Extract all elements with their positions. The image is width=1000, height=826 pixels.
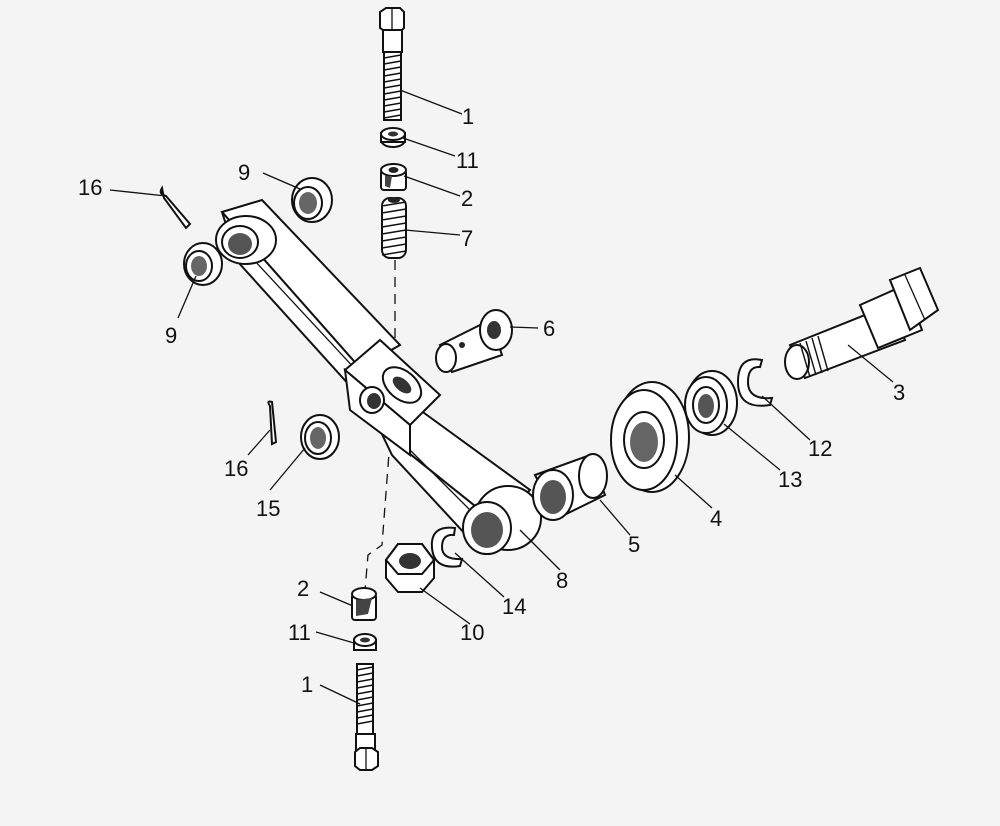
snap-ring-14 <box>430 526 464 568</box>
callout-11-bottom: 11 <box>288 620 311 645</box>
callout-1-top: 1 <box>462 104 474 129</box>
cotter-pin-lower <box>267 400 278 446</box>
callout-16-top: 16 <box>78 175 102 200</box>
callout-12: 12 <box>808 436 832 461</box>
ring-15 <box>300 414 340 460</box>
lock-nut-top <box>380 127 406 148</box>
callout-3: 3 <box>893 380 905 405</box>
callout-6: 6 <box>543 316 555 341</box>
bolt-bottom <box>354 663 379 771</box>
callout-7: 7 <box>461 226 473 251</box>
flange-washer-4 <box>610 381 690 493</box>
callout-14: 14 <box>502 594 526 619</box>
adjuster-top <box>380 163 407 191</box>
callout-9-top: 9 <box>238 160 250 185</box>
callout-2-top: 2 <box>461 186 473 211</box>
callout-11-top: 11 <box>456 148 479 173</box>
bushing-ring-top-right <box>291 177 333 223</box>
callout-10: 10 <box>460 620 484 645</box>
callout-5: 5 <box>628 532 640 557</box>
bushing-ring-left <box>183 242 223 286</box>
spring <box>381 197 407 259</box>
lock-nut-bottom <box>353 633 377 651</box>
cotter-pin-top <box>159 185 192 230</box>
callout-2-bottom: 2 <box>297 576 309 601</box>
snap-ring-12 <box>736 358 774 407</box>
leader-lines <box>109 89 894 705</box>
shaft-3 <box>784 266 940 380</box>
callout-16-lower: 16 <box>224 456 248 481</box>
bearing-13 <box>684 370 738 436</box>
hex-nut-10 <box>384 543 436 593</box>
bolt-top <box>379 7 405 121</box>
callout-1-bottom: 1 <box>301 672 313 697</box>
adjuster-bottom <box>351 587 377 621</box>
callout-13: 13 <box>778 467 802 492</box>
callout-8: 8 <box>556 568 568 593</box>
assembly-axis <box>364 260 396 591</box>
bushing-5 <box>532 453 608 521</box>
callout-4: 4 <box>710 506 722 531</box>
callout-9-left: 9 <box>165 323 177 348</box>
callout-15: 15 <box>256 496 280 521</box>
sleeve-6 <box>435 309 513 374</box>
lever-arm <box>215 198 542 555</box>
callout-labels: 1 11 2 7 16 9 9 6 3 12 13 4 5 16 15 8 14… <box>78 104 905 697</box>
